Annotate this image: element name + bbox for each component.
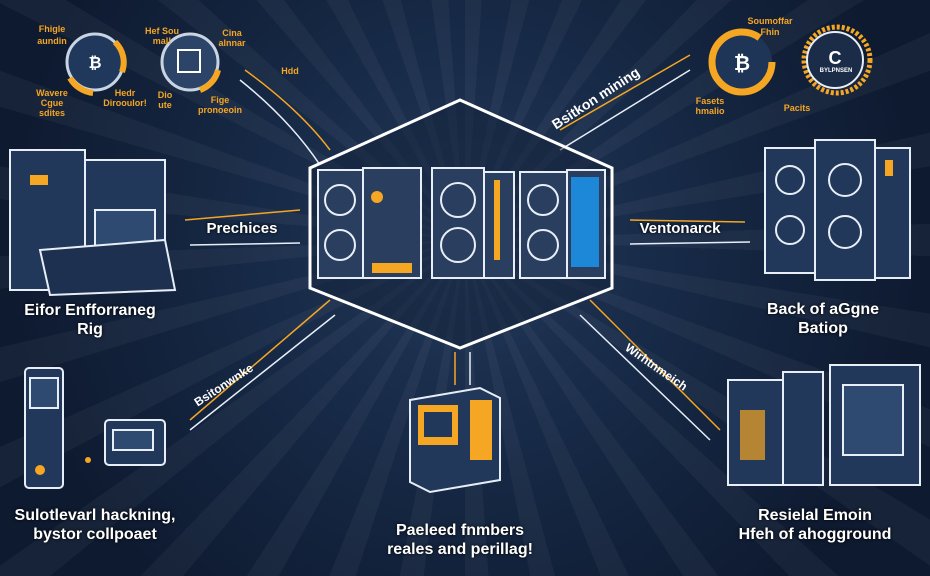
small-label: mal! bbox=[152, 36, 172, 46]
small-label: Dio bbox=[157, 90, 173, 100]
small-label: Dirooulor! bbox=[103, 98, 147, 108]
small-label: Fige bbox=[210, 95, 230, 105]
bottom-center-device bbox=[409, 386, 501, 494]
small-label: Cina bbox=[222, 28, 242, 38]
center-rig-1 bbox=[317, 167, 422, 279]
small-label: pronoeoin bbox=[198, 105, 242, 115]
small-label: sdites bbox=[38, 108, 66, 118]
right-mining-rig bbox=[764, 139, 911, 281]
badge-text: BYLPNSEN bbox=[819, 68, 853, 74]
label-line: Batiop bbox=[798, 320, 848, 337]
top-right-gauge: ₿ bbox=[708, 28, 776, 96]
small-label: Fasets bbox=[695, 96, 725, 106]
label-line: Hfeh of ahogground bbox=[738, 526, 892, 543]
small-label: Hdd bbox=[281, 66, 299, 76]
bitcoin-icon: ₿ bbox=[88, 54, 101, 72]
small-label: Pacits bbox=[783, 103, 811, 113]
label-line: Eifor Enfforraneg bbox=[24, 302, 156, 319]
label-line: bystor collpoaet bbox=[33, 526, 157, 543]
bottom-left-devices bbox=[24, 367, 166, 489]
small-label: Wavere bbox=[36, 88, 68, 98]
top-left-monitor-gauge bbox=[160, 32, 221, 93]
label-line: Sulotlevarl hackning, bbox=[14, 507, 176, 524]
label-right-connector: Ventonarck bbox=[639, 220, 721, 237]
label-left-connector: Prechices bbox=[206, 220, 278, 237]
small-label: Cgue bbox=[40, 98, 64, 108]
small-label: Hedr bbox=[114, 88, 136, 98]
bottom-right-rig bbox=[727, 364, 921, 486]
center-rig-2 bbox=[431, 167, 515, 279]
small-label: aundin bbox=[37, 36, 67, 46]
small-label: alnnar bbox=[218, 38, 246, 48]
left-mining-rig bbox=[9, 149, 177, 297]
label-line: Paeleed fnmbers bbox=[395, 522, 525, 539]
label-line: Rig bbox=[77, 321, 103, 338]
label-line: Resielal Emoin bbox=[758, 507, 872, 524]
top-right-badge: C bbox=[801, 24, 873, 96]
connector-lines bbox=[184, 54, 751, 441]
bitcoin-icon: ₿ bbox=[734, 53, 750, 75]
center-rig-3 bbox=[519, 169, 606, 279]
crypto-c-icon: C bbox=[829, 48, 842, 68]
small-label: Hef Sou bbox=[144, 26, 180, 36]
small-label: hmalio bbox=[695, 106, 725, 116]
small-label: ute bbox=[158, 100, 172, 110]
top-left-gauge: ₿ bbox=[65, 32, 127, 96]
small-label: Fhigle bbox=[38, 24, 66, 34]
label-line: reales and perillag! bbox=[387, 541, 533, 558]
small-label: Soumoffar bbox=[747, 16, 793, 26]
label-line: Back of aGgne bbox=[766, 301, 880, 318]
small-label: Fhin bbox=[760, 27, 780, 37]
bottom-left-label: Sulotlevarl hackning, bystor collpoaet bbox=[15, 506, 176, 544]
bottom-center-label: Paeleed fnmbers reales and perillag! bbox=[387, 521, 533, 559]
